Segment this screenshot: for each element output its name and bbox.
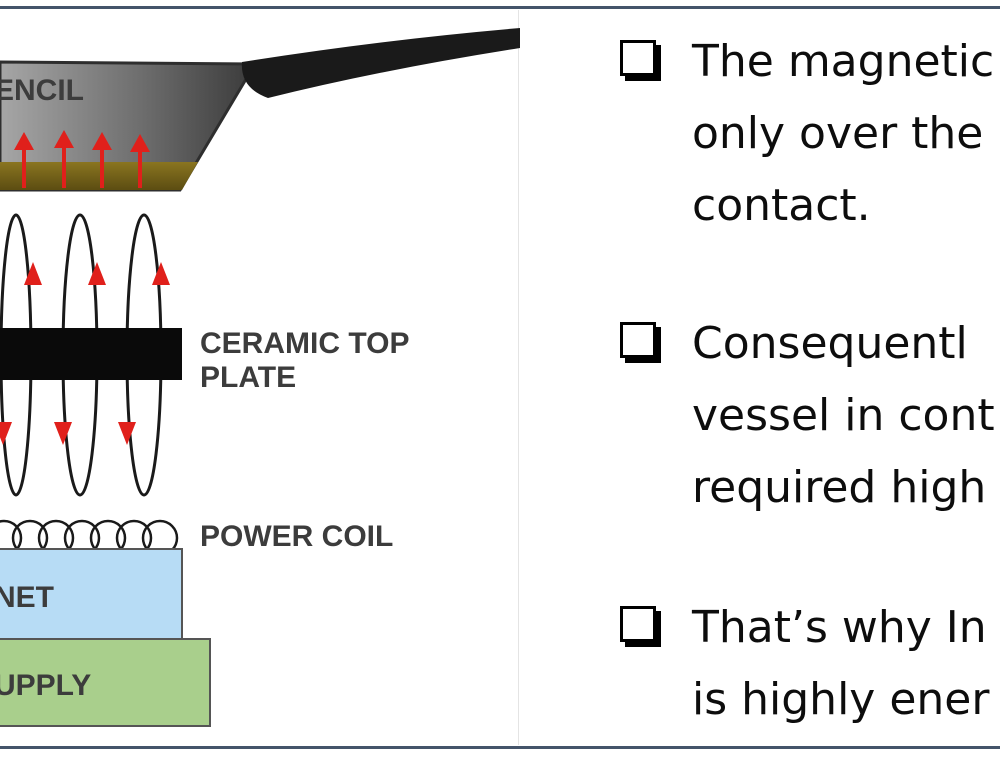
ceramic-top-plate bbox=[0, 328, 182, 380]
bullet-text: That’s why In is highly ener bbox=[692, 602, 990, 725]
checkbox-icon bbox=[620, 606, 661, 647]
heat-arrow bbox=[92, 132, 112, 150]
induction-diagram: ENCIL CERAMIC TOP PLATE POWER COIL NET U… bbox=[0, 28, 520, 727]
field-arrow-up bbox=[152, 262, 170, 285]
field-arrow-up bbox=[24, 262, 42, 285]
vessel-label: ENCIL bbox=[0, 74, 84, 107]
food-layer bbox=[0, 162, 198, 190]
field-arrow-down bbox=[0, 422, 12, 445]
power-coil-label: POWER COIL bbox=[200, 520, 393, 553]
ceramic-plate-label-line2: PLATE bbox=[200, 361, 296, 394]
checkbox-icon bbox=[620, 40, 661, 81]
heat-arrow bbox=[14, 132, 34, 150]
field-arrows bbox=[0, 262, 170, 445]
field-arrow-up bbox=[88, 262, 106, 285]
power-supply-label: UPPLY bbox=[0, 669, 91, 702]
heat-arrow bbox=[54, 130, 74, 148]
heat-arrows bbox=[14, 130, 150, 188]
top-border bbox=[0, 6, 1000, 9]
field-arrow-down bbox=[54, 422, 72, 445]
magnet-label: NET bbox=[0, 581, 54, 614]
field-arrow-down bbox=[118, 422, 136, 445]
cooking-vessel: ENCIL bbox=[0, 28, 520, 192]
panel-divider bbox=[518, 10, 519, 745]
power-supply-block bbox=[0, 638, 211, 727]
bullet-list: The magnetic only over the contact. Cons… bbox=[620, 26, 1000, 741]
bullet-text: Consequentl vessel in cont required high bbox=[692, 318, 995, 513]
checkbox-icon bbox=[620, 322, 661, 363]
bullet-text: The magnetic only over the contact. bbox=[692, 36, 995, 231]
ceramic-plate-label-line1: CERAMIC TOP bbox=[200, 327, 409, 360]
bottom-border bbox=[0, 746, 1000, 749]
magnet-block bbox=[0, 548, 183, 640]
pan-handle bbox=[241, 28, 520, 98]
heat-arrow bbox=[130, 134, 150, 152]
